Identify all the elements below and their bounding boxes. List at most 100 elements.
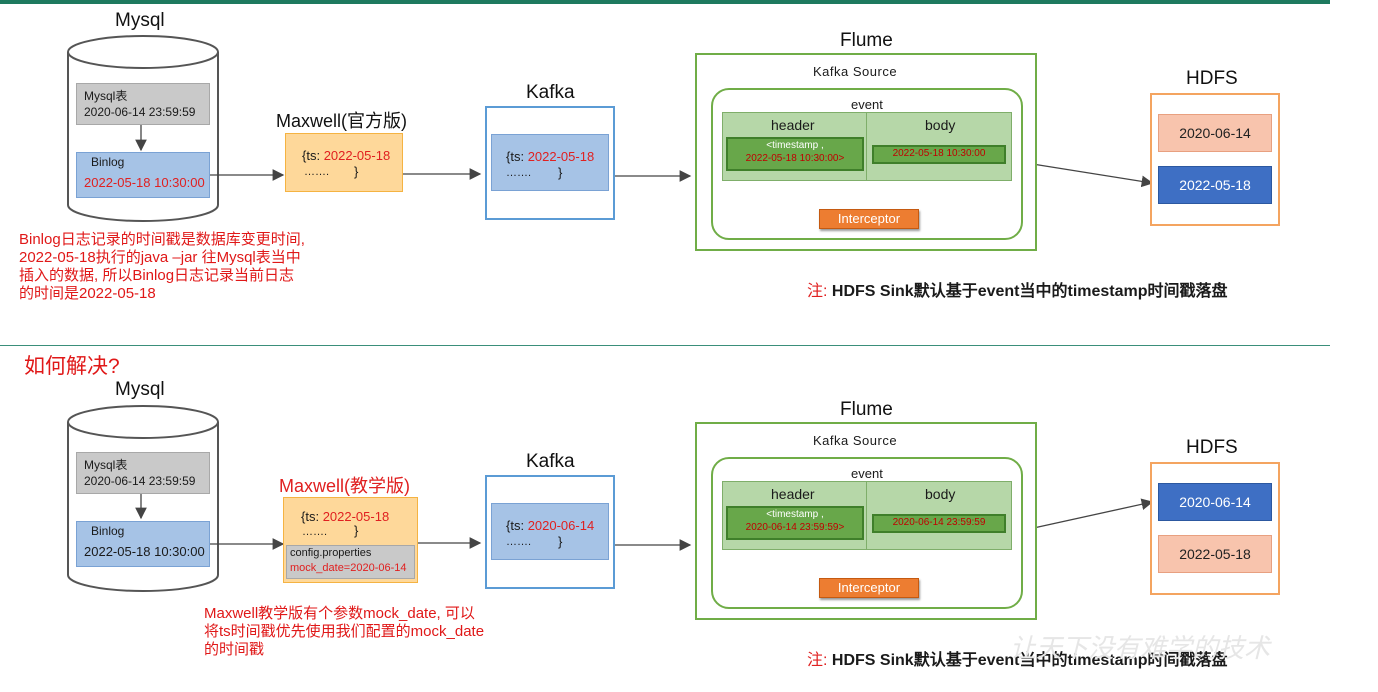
maxwell-ts-value-2: 2022-05-18 [322,509,390,524]
event-header-label: header [771,117,815,133]
header-bar [0,0,1330,4]
body-value-2: 2020-06-14 23:59:59 [892,517,986,528]
kafka-ts-2: {ts: 2020-06-14 [506,518,594,533]
section-divider [0,345,1330,346]
binlog-explanation-note: Binlog日志记录的时间戳是数据库变更时间, 2022-05-18执行的jav… [19,231,305,303]
kafka-title-2: Kafka [526,451,575,472]
event-body-label-2: body [925,486,956,502]
kafka-dots: ……. [506,167,532,179]
binlog-label-2: Binlog [91,524,125,538]
binlog-box: Binlog 2022-05-18 10:30:00 [76,152,210,198]
maxwell-box-2: {ts: 2022-05-18 ……. } config.properties … [283,497,418,583]
event-header-box-2: header <timestamp , 2020-06-14 23:59:59> [722,481,868,550]
interceptor-box: Interceptor [819,209,919,229]
header-timestamp-box-2: <timestamp , 2020-06-14 23:59:59> [726,506,864,540]
question-heading: 如何解决? [24,355,120,378]
note-line: Binlog日志记录的时间戳是数据库变更时间, [19,231,305,248]
maxwell-title-2: Maxwell(教学版) [279,476,411,496]
hdfs-sink-note-prefix-2: 注: [807,652,828,669]
body-value: 2022-05-18 10:30:00 [892,148,986,159]
maxwell-brace: } [354,164,359,179]
hdfs-container-2: 2020-06-14 2022-05-18 [1150,462,1280,595]
hdfs-partition-2: 2022-05-18 [1158,166,1272,204]
event-label-2: event [851,466,883,481]
event-header-label-2: header [771,486,815,502]
mysql-table-time: 2020-06-14 23:59:59 [84,105,196,119]
config-properties-box: config.properties mock_date=2020-06-14 [286,545,415,579]
kafka-dots-2: ……. [506,536,532,548]
hdfs-sink-note: 注: HDFS Sink默认基于event当中的timestamp时间戳落盘 [807,277,1228,301]
maxwell-dots: ……. [304,166,330,178]
kafka-brace-2: } [558,534,563,549]
mysql-table-box-2: Mysql表 2020-06-14 23:59:59 [76,452,210,494]
config-properties-label: config.properties [290,547,372,559]
kafka-message-box: {ts: 2022-05-18 ……. } [491,134,609,191]
event-body-box: body 2022-05-18 10:30:00 [866,112,1012,181]
hdfs-title-2: HDFS [1186,437,1238,458]
mock-date-note: Maxwell教学版有个参数mock_date, 可以 将ts时间戳优先使用我们… [204,605,484,659]
hdfs-sink-note-2: 注: HDFS Sink默认基于event当中的timestamp时间戳落盘 [807,646,1228,670]
mysql-table-box: Mysql表 2020-06-14 23:59:59 [76,83,210,125]
mysql-table-label-2: Mysql表 [84,458,128,472]
binlog-time: 2022-05-18 10:30:00 [84,175,205,190]
note-line: Maxwell教学版有个参数mock_date, 可以 [204,605,475,622]
header-timestamp-line2-2: 2020-06-14 23:59:59> [745,522,845,533]
flume-container-2: Kafka Source event header <timestamp , 2… [695,422,1037,620]
event-container: event header <timestamp , 2022-05-18 10:… [711,88,1023,240]
mysql-table-label: Mysql表 [84,89,128,103]
kafka-container-2: {ts: 2020-06-14 ……. } [485,475,615,589]
maxwell-ts-prefix: {ts: [302,148,324,163]
note-line: 的时间是2022-05-18 [19,285,156,302]
hdfs-container: 2020-06-14 2022-05-18 [1150,93,1280,226]
event-body-box-2: body 2020-06-14 23:59:59 [866,481,1012,550]
header-timestamp-line1-2: <timestamp , [766,509,824,520]
binlog-label: Binlog [91,155,125,169]
kafka-ts: {ts: 2022-05-18 [506,149,594,164]
maxwell-ts: {ts: 2022-05-18 [302,148,390,163]
hdfs-title: HDFS [1186,68,1238,89]
kafka-ts-value-2: 2020-06-14 [527,518,595,533]
binlog-time-2: 2022-05-18 10:30:00 [84,544,205,559]
kafka-title: Kafka [526,82,575,103]
maxwell-ts-2: {ts: 2022-05-18 [301,509,389,524]
hdfs-sink-note-text: HDFS Sink默认基于event当中的timestamp时间戳落盘 [831,283,1228,300]
kafka-container: {ts: 2022-05-18 ……. } [485,106,615,220]
event-body-label: body [925,117,956,133]
maxwell-dots-2: ……. [302,526,328,538]
event-label: event [851,97,883,112]
event-header-box: header <timestamp , 2022-05-18 10:30:00> [722,112,868,181]
kafka-ts-value: 2022-05-18 [527,149,595,164]
kafka-brace: } [558,165,563,180]
config-properties-value: mock_date=2020-06-14 [290,562,407,574]
binlog-box-2: Binlog 2022-05-18 10:30:00 [76,521,210,567]
kafka-ts-prefix: {ts: [506,149,528,164]
body-value-box: 2022-05-18 10:30:00 [872,145,1006,164]
kafka-message-box-2: {ts: 2020-06-14 ……. } [491,503,609,560]
flume-title: Flume [840,30,893,51]
header-timestamp-line1: <timestamp , [766,140,824,151]
flume-source-label: Kafka Source [813,64,898,79]
maxwell-ts-prefix-2: {ts: [301,509,323,524]
mysql-title-2: Mysql [115,379,165,400]
flume-container: Kafka Source event header <timestamp , 2… [695,53,1037,251]
hdfs-partition-2-2: 2022-05-18 [1158,535,1272,573]
hdfs-sink-note-prefix: 注: [807,283,828,300]
note-line: 的时间戳 [204,641,265,658]
note-line: 将ts时间戳优先使用我们配置的mock_date [204,623,485,640]
hdfs-partition-1-2: 2020-06-14 [1158,483,1272,521]
header-timestamp-line2: 2022-05-18 10:30:00> [745,153,845,164]
event-container-2: event header <timestamp , 2020-06-14 23:… [711,457,1023,609]
hdfs-sink-note-text-2: HDFS Sink默认基于event当中的timestamp时间戳落盘 [831,652,1228,669]
note-line: 2022-05-18执行的java –jar 往Mysql表当中 [19,249,301,266]
mysql-table-time-2: 2020-06-14 23:59:59 [84,474,196,488]
flume-source-label-2: Kafka Source [813,433,898,448]
hdfs-partition-1: 2020-06-14 [1158,114,1272,152]
maxwell-ts-value: 2022-05-18 [323,148,391,163]
kafka-ts-prefix-2: {ts: [506,518,528,533]
mysql-title: Mysql [115,10,165,31]
flume-title-2: Flume [840,399,893,420]
maxwell-box: {ts: 2022-05-18 ……. } [285,133,403,192]
interceptor-box-2: Interceptor [819,578,919,598]
body-value-box-2: 2020-06-14 23:59:59 [872,514,1006,533]
maxwell-title: Maxwell(官方版) [276,111,408,131]
